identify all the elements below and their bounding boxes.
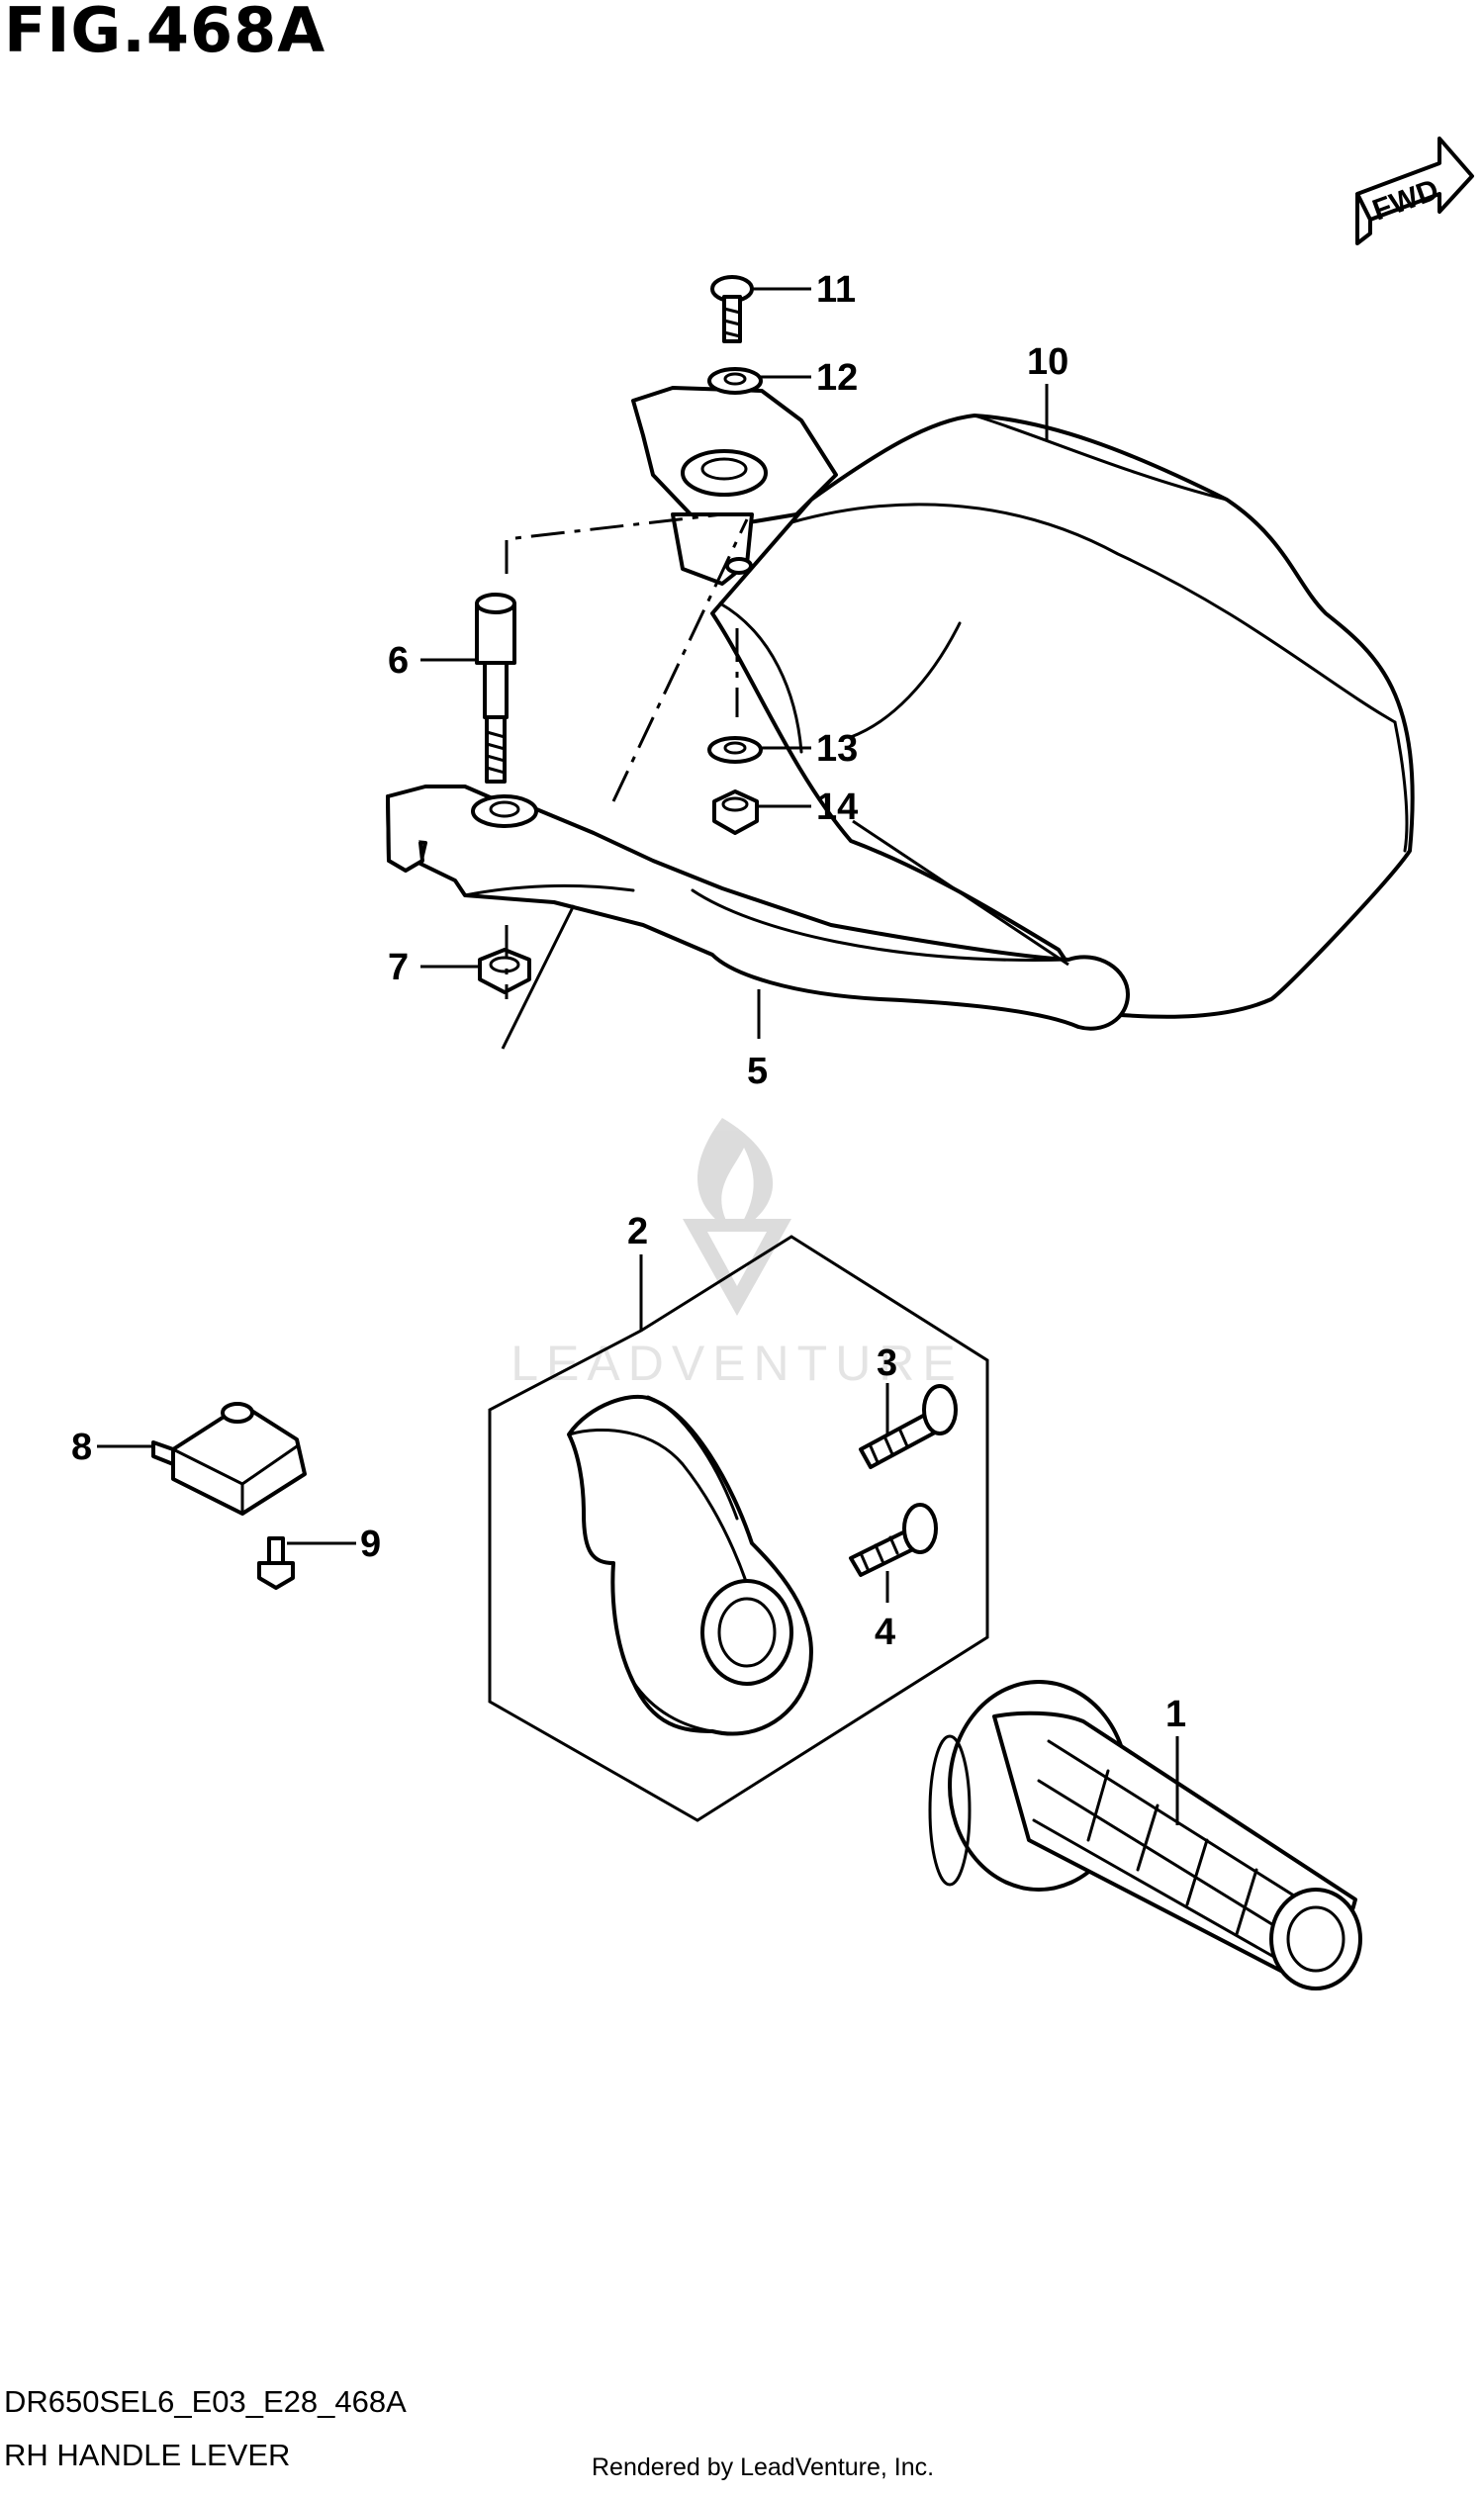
callout-5: 5	[747, 1051, 768, 1092]
callout-9: 9	[360, 1524, 381, 1565]
hand-guard	[710, 414, 1415, 1019]
housing-screw-long	[859, 1384, 958, 1469]
guard-washer-upper	[707, 367, 763, 395]
switch-screw	[257, 1536, 295, 1590]
callout-6: 6	[388, 640, 409, 682]
callout-11: 11	[816, 269, 856, 311]
watermark-logo: LEADVENTURE	[510, 1118, 964, 1391]
model-code: DR650SEL6_E03_E28_468A	[4, 2384, 407, 2419]
callout-10: 10	[1027, 341, 1068, 383]
guard-cable-line	[718, 601, 803, 754]
housing-screw-short	[849, 1503, 938, 1577]
section-name: RH HANDLE LEVER	[4, 2438, 291, 2472]
assembly-line-lower	[501, 904, 576, 1050]
brake-light-switch	[151, 1402, 307, 1516]
callout-14: 14	[816, 786, 858, 828]
assembly-line-upper	[505, 512, 723, 574]
callout-7: 7	[388, 947, 409, 988]
forward-arrow-icon: FWD	[1355, 137, 1474, 245]
callout-12: 12	[816, 357, 858, 399]
callout-8: 8	[71, 1427, 92, 1468]
callout-2: 2	[627, 1211, 648, 1252]
guard-mount-bracket	[631, 386, 838, 586]
guard-screw	[710, 275, 754, 343]
throttle-grip	[928, 1680, 1362, 1990]
lever-pivot-bolt	[475, 593, 516, 784]
throttle-housing	[567, 1394, 813, 1736]
assembly-line-lever	[611, 518, 749, 802]
throttle-housing-group	[488, 1235, 989, 1822]
callout-3: 3	[877, 1342, 897, 1384]
render-credit: Rendered by LeadVenture, Inc.	[592, 2453, 935, 2481]
callout-4: 4	[875, 1612, 895, 1653]
lever-nut	[478, 948, 531, 994]
callout-1: 1	[1165, 1694, 1186, 1735]
leader-lines	[97, 287, 1179, 1825]
callout-13: 13	[816, 728, 858, 770]
watermark-text: LEADVENTURE	[510, 1336, 964, 1391]
brake-lever	[386, 785, 1130, 1031]
figure-title: FIG.468A	[4, 0, 326, 66]
guard-nut	[712, 789, 759, 835]
guard-washer-lower	[707, 736, 763, 764]
group-outline	[488, 1235, 989, 1822]
